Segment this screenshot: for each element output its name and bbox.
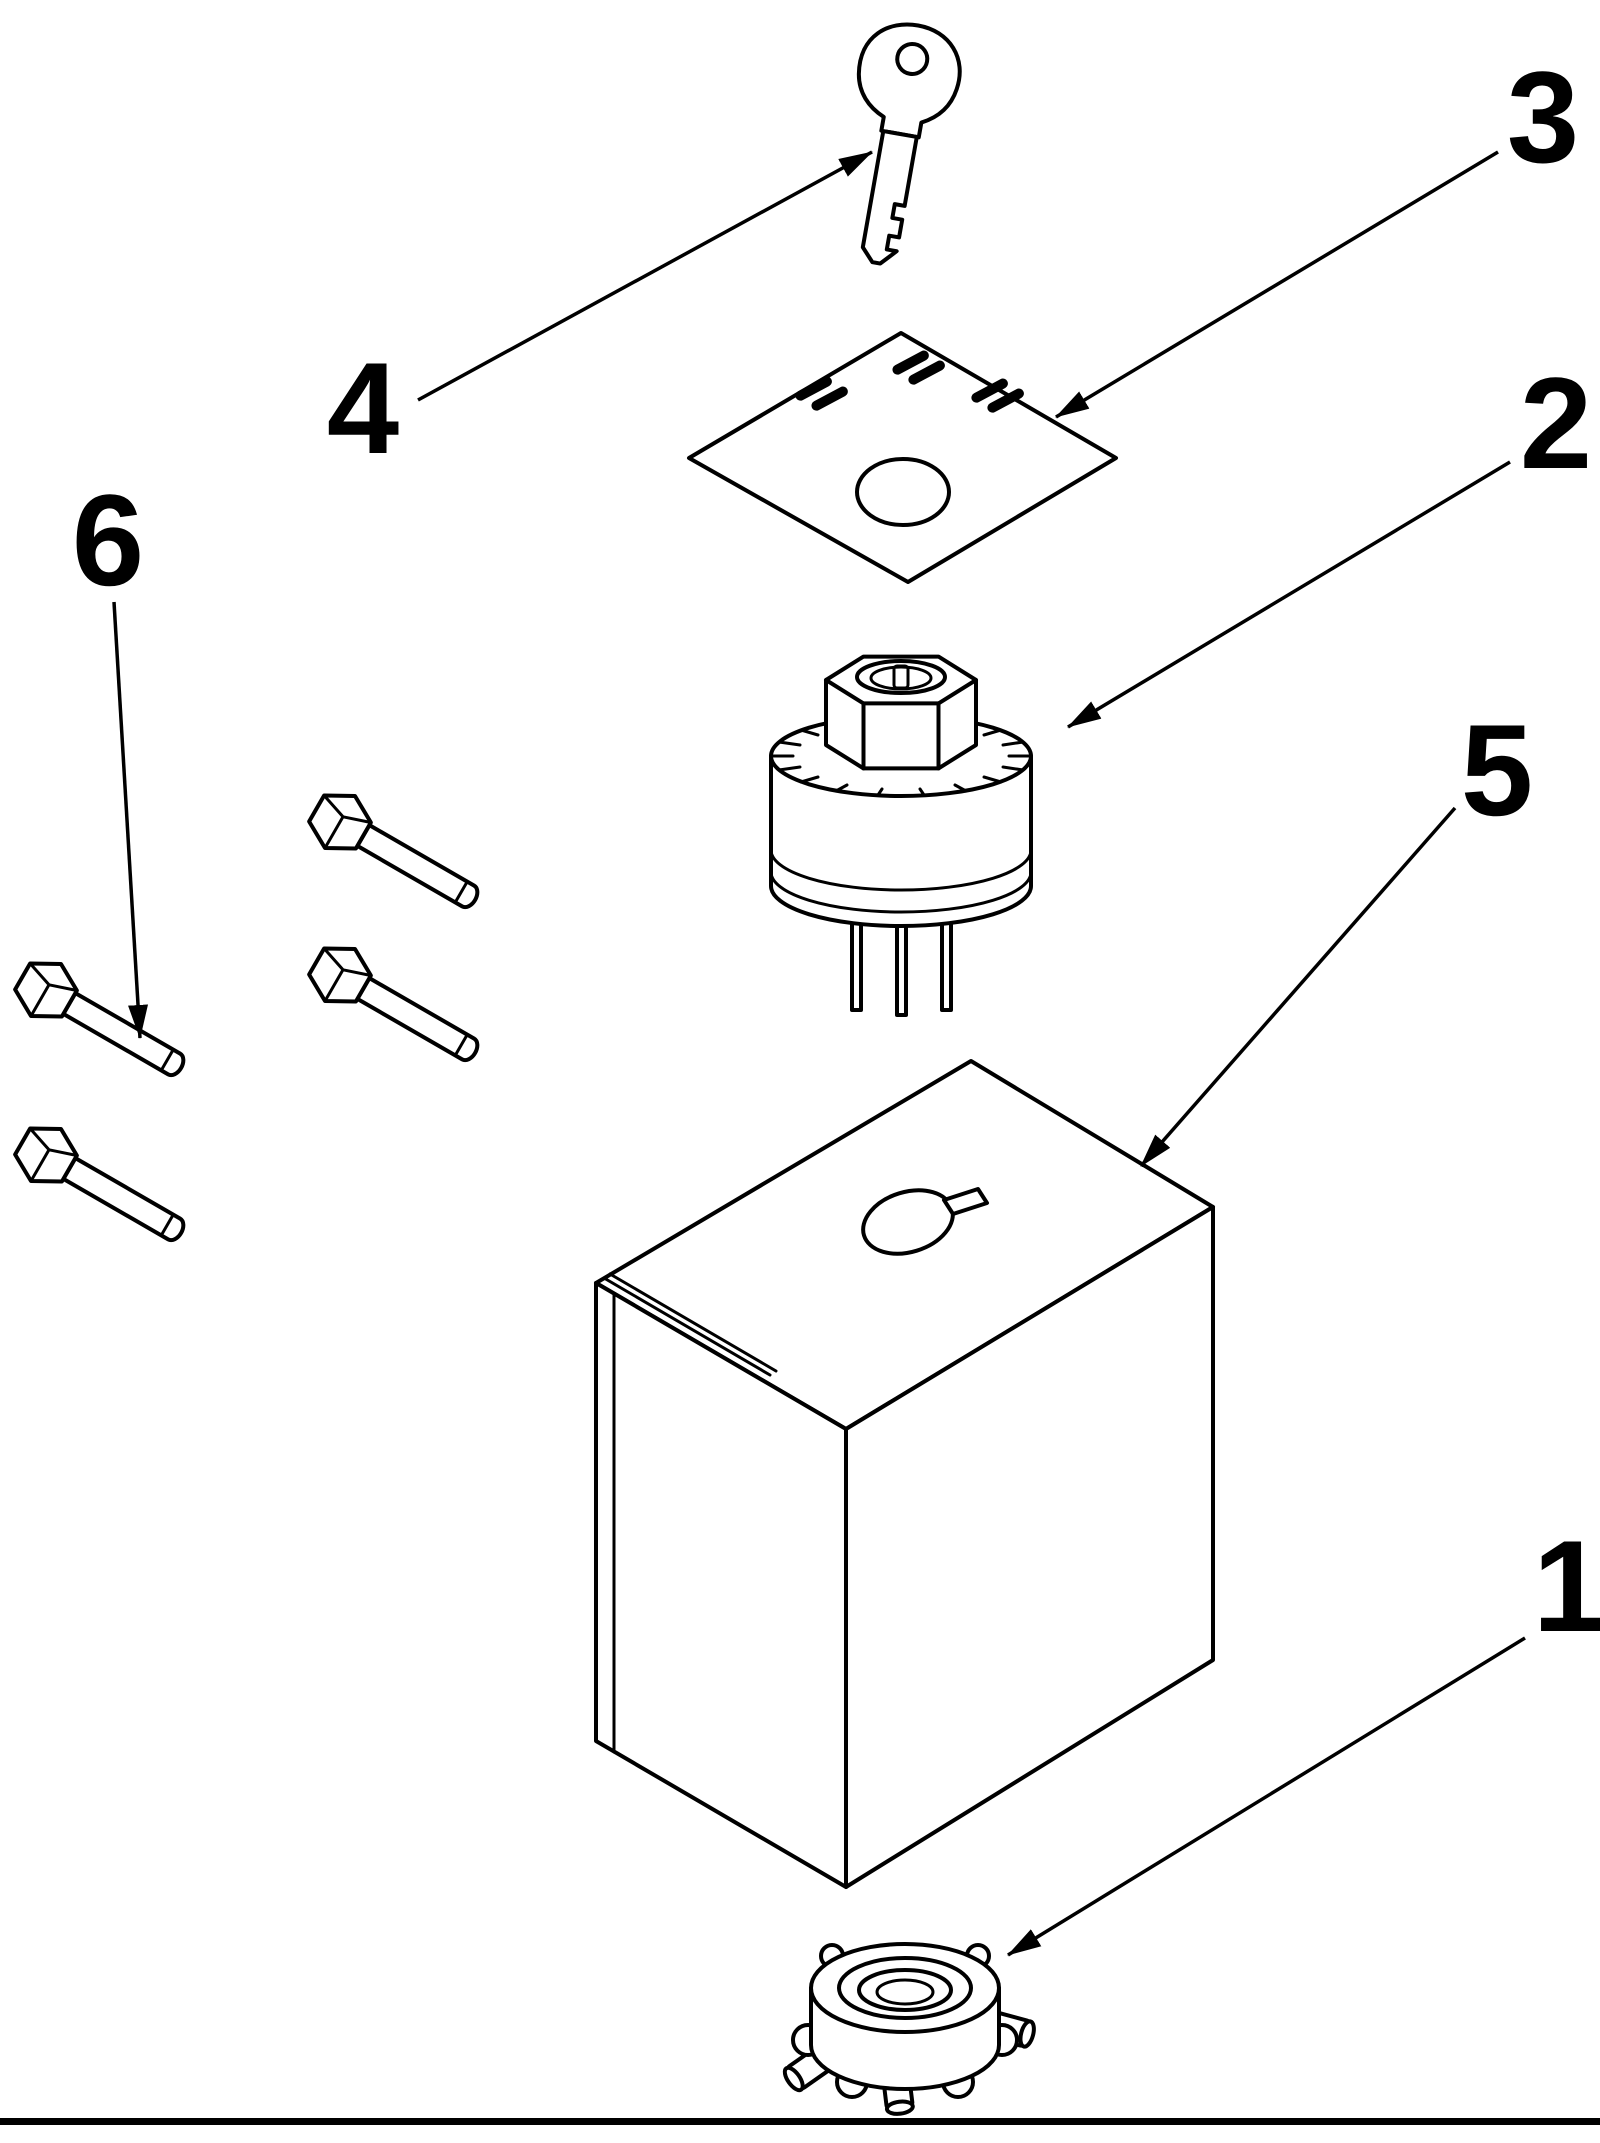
part-number: 5 — [1461, 697, 1533, 843]
bolt — [13, 1126, 186, 1243]
faceplate-markings — [795, 350, 1024, 413]
callout-1: 1 — [1007, 1513, 1600, 1957]
key-blade — [860, 129, 919, 266]
switch-keyway — [892, 664, 910, 690]
leader-line — [1067, 460, 1511, 729]
callout-2: 2 — [1067, 350, 1592, 729]
enclosure-box-illustration — [594, 1059, 1215, 1889]
part-number: 4 — [327, 335, 399, 481]
leader-line — [1139, 806, 1457, 1168]
callout-3: 3 — [1055, 44, 1579, 419]
faceplate-label-illustration — [687, 331, 1118, 584]
bolt — [307, 946, 480, 1063]
part-number: 6 — [72, 467, 144, 613]
key-switch-illustration — [769, 654, 1033, 1017]
leader-line — [1055, 150, 1499, 419]
faceplate-circle — [855, 457, 951, 527]
part-number: 3 — [1507, 44, 1579, 190]
bolt — [13, 961, 186, 1078]
part-number: 2 — [1520, 350, 1592, 496]
key-hole — [895, 41, 930, 76]
bolt — [307, 793, 480, 910]
box-lid-seam — [602, 1272, 778, 1754]
key-illustration — [856, 22, 962, 266]
key-head — [856, 22, 962, 140]
bottom-border — [0, 2118, 1600, 2125]
callout-5: 5 — [1139, 697, 1533, 1168]
callout-4: 4 — [327, 150, 873, 481]
conduit-fitting-illustration — [782, 1942, 1036, 2116]
switch-hex-nut — [824, 654, 978, 771]
box-keyhole — [861, 1187, 989, 1256]
mounting-bolts-illustration — [13, 793, 480, 1243]
part-number: 1 — [1533, 1513, 1600, 1659]
leader-line — [1007, 1636, 1526, 1957]
leader-line — [417, 150, 873, 402]
callout-6: 6 — [72, 467, 149, 1039]
leader-line — [112, 601, 149, 1039]
box-right-face — [844, 1205, 1215, 1889]
